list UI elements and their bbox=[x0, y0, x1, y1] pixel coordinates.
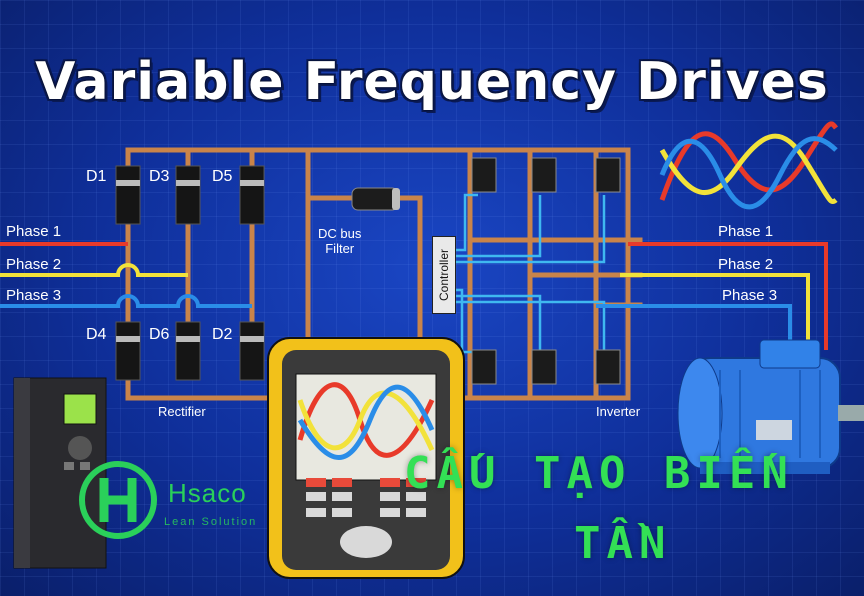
diode-d3 bbox=[175, 165, 201, 225]
page-title: Variable Frequency Drives bbox=[35, 52, 829, 112]
output-phase-3-label: Phase 3 bbox=[722, 287, 778, 304]
controller-label: Controller bbox=[437, 248, 451, 302]
input-phase-lines bbox=[0, 242, 252, 308]
caption-line-1: CẤU TẠO BIẾN bbox=[404, 448, 794, 499]
brand-tagline: Lean Solution bbox=[164, 516, 258, 528]
controller-box: Controller bbox=[432, 236, 456, 314]
inverter-label: Inverter bbox=[596, 404, 641, 419]
caption-line-2: TẦN bbox=[574, 518, 672, 569]
input-phase-3-label: Phase 3 bbox=[6, 287, 62, 304]
three-phase-wave-icon bbox=[659, 121, 838, 210]
output-phase-lines bbox=[596, 242, 828, 350]
control-signal-wiring bbox=[454, 193, 606, 354]
diode-d2 bbox=[239, 321, 265, 381]
capacitor-icon bbox=[351, 187, 400, 211]
diode-label-d5: D5 bbox=[212, 168, 233, 185]
diode-d6 bbox=[175, 321, 201, 381]
diode-d4 bbox=[115, 321, 141, 381]
hsaco-logo-icon bbox=[79, 461, 157, 539]
output-phase-1-label: Phase 1 bbox=[718, 223, 774, 240]
electric-motor-icon bbox=[677, 339, 864, 474]
diode-d1 bbox=[115, 165, 141, 225]
diode-label-d4: D4 bbox=[86, 326, 107, 343]
rectifier-label: Rectifier bbox=[158, 404, 206, 419]
input-phase-2-label: Phase 2 bbox=[6, 256, 62, 273]
output-phase-2-label: Phase 2 bbox=[718, 256, 774, 273]
igbt-transistors bbox=[471, 157, 621, 385]
power-analyzer-device bbox=[267, 337, 465, 579]
diode-label-d1: D1 bbox=[86, 168, 107, 185]
input-phase-1-label: Phase 1 bbox=[6, 223, 62, 240]
dc-bus-filter-label: DC bus Filter bbox=[318, 226, 362, 256]
diode-label-d6: D6 bbox=[149, 326, 170, 343]
vfd-unit-icon bbox=[13, 377, 107, 569]
diode-label-d3: D3 bbox=[149, 168, 170, 185]
diode-d5 bbox=[239, 165, 265, 225]
brand-name: Hsaco bbox=[168, 478, 247, 508]
diode-label-d2: D2 bbox=[212, 326, 233, 343]
diode-bank bbox=[115, 165, 265, 381]
